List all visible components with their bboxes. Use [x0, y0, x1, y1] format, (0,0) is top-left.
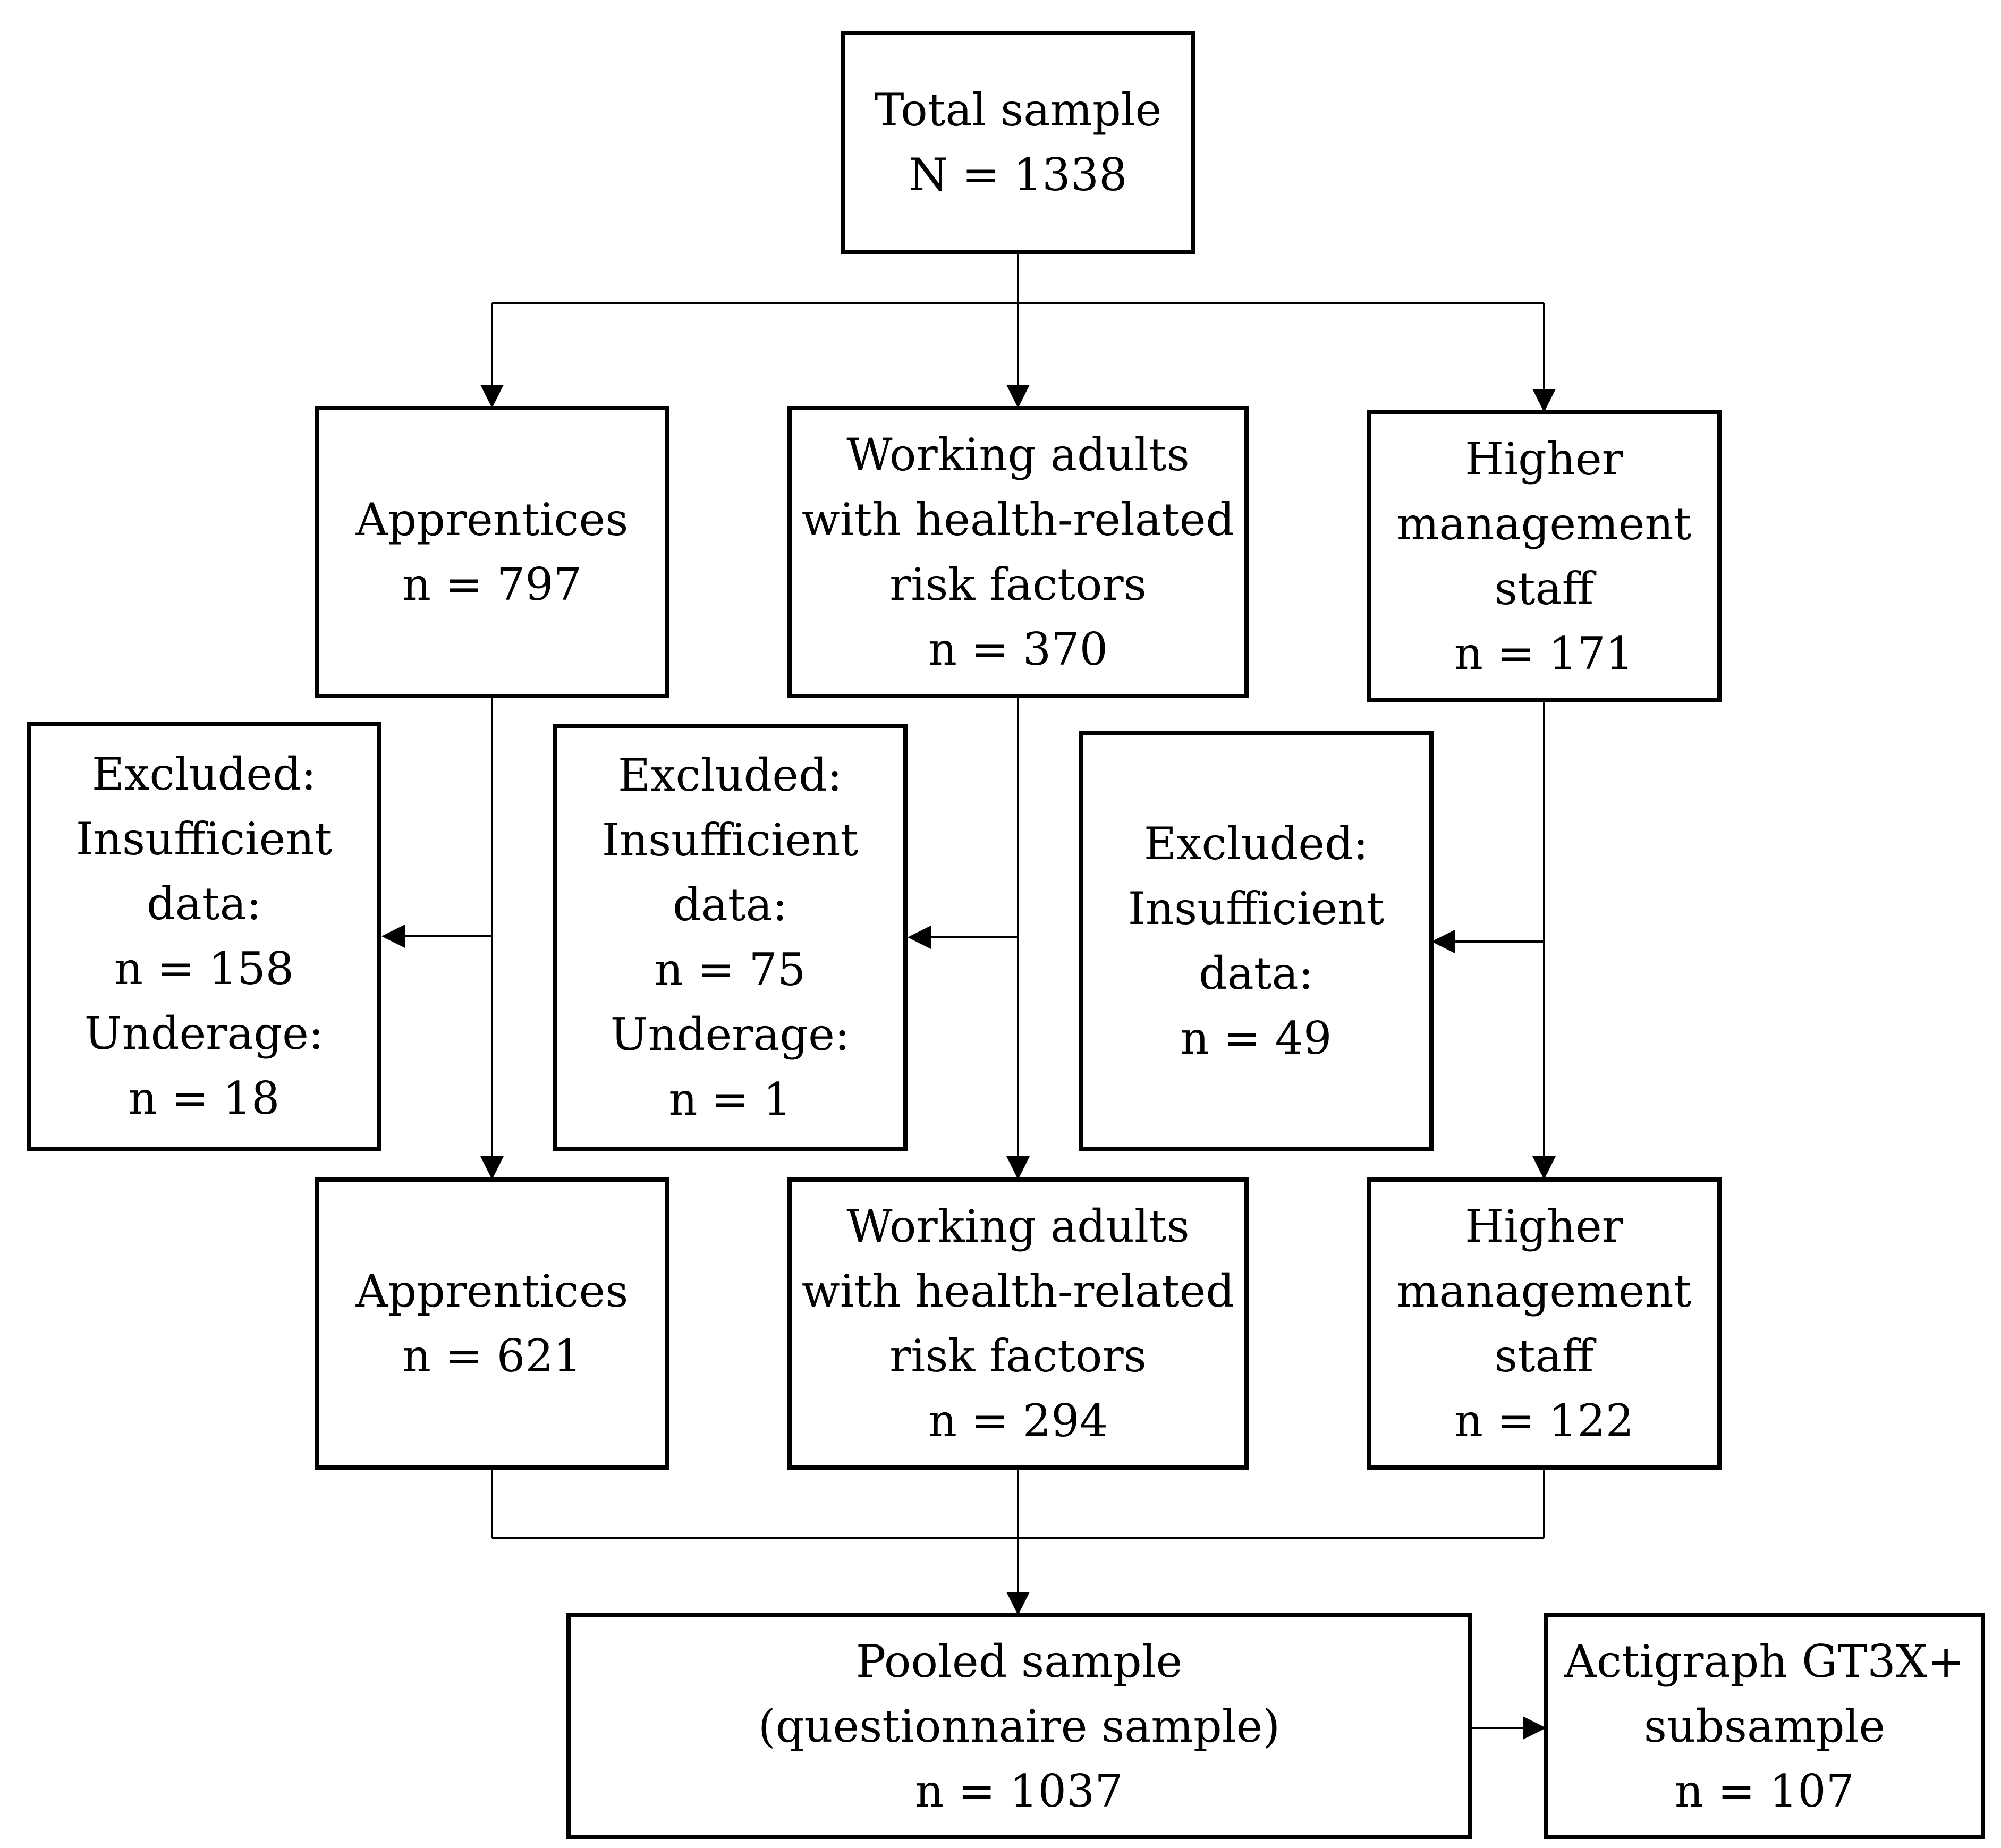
box-text: data: [673, 879, 787, 931]
total-sample-box: Total sample N = 1338 [841, 31, 1195, 254]
box-text: staff [1494, 563, 1594, 615]
actigraph-subsample-box: Actigraph GT3X+ subsample n = 107 [1544, 1613, 1985, 1839]
box-text: data: [147, 878, 261, 930]
box-text: Excluded: [617, 749, 843, 801]
box-text: Higher [1465, 433, 1623, 485]
box-text: management [1396, 498, 1692, 550]
box-text: n = 1 [668, 1073, 792, 1125]
box-text: data: [1199, 947, 1313, 999]
box-text: n = 49 [1180, 1012, 1332, 1064]
box-text: n = 1037 [915, 1765, 1123, 1817]
box-text: Insufficient [601, 814, 859, 866]
box-text: Underage: [84, 1007, 324, 1059]
higher-management-retained-box: Higher management staff n = 122 [1367, 1177, 1722, 1470]
box-text: management [1396, 1265, 1692, 1317]
box-text: Pooled sample [855, 1635, 1183, 1688]
box-text: n = 621 [402, 1330, 582, 1382]
excluded-apprentices-box: Excluded: Insufficient data: n = 158 Und… [27, 722, 381, 1151]
box-text: Excluded: [91, 748, 317, 800]
box-text: Higher [1465, 1200, 1623, 1252]
box-text: risk factors [889, 558, 1147, 611]
box-text: Working adults [846, 1200, 1190, 1252]
box-text: Total sample [874, 84, 1162, 136]
pooled-sample-box: Pooled sample (questionnaire sample) n =… [566, 1613, 1472, 1839]
working-adults-box: Working adults with health-related risk … [787, 406, 1249, 698]
box-text: with health-related [801, 494, 1235, 546]
apprentices-box: Apprentices n = 797 [315, 406, 669, 698]
box-text: with health-related [801, 1265, 1235, 1317]
box-text: n = 75 [654, 944, 806, 996]
box-text: subsample [1643, 1700, 1886, 1752]
box-text: Actigraph GT3X+ [1564, 1635, 1965, 1688]
box-text: Insufficient [1127, 883, 1385, 935]
box-text: Apprentices [355, 494, 629, 546]
box-text: Excluded: [1143, 818, 1369, 870]
excluded-working-box: Excluded: Insufficient data: n = 75 Unde… [553, 724, 908, 1151]
box-text: Insufficient [75, 813, 333, 865]
higher-management-box: Higher management staff n = 171 [1367, 410, 1722, 702]
box-text: n = 158 [114, 943, 294, 995]
box-text: Underage: [610, 1008, 850, 1061]
box-text: Working adults [846, 429, 1190, 481]
box-text: n = 294 [928, 1395, 1108, 1447]
box-text: n = 797 [402, 558, 582, 611]
box-text: n = 122 [1454, 1395, 1634, 1447]
box-text: N = 1338 [909, 149, 1127, 201]
box-text: n = 18 [128, 1072, 280, 1124]
excluded-higher-box: Excluded: Insufficient data: n = 49 [1079, 731, 1434, 1151]
box-text: Apprentices [355, 1265, 629, 1317]
box-text: n = 370 [928, 623, 1108, 675]
apprentices-retained-box: Apprentices n = 621 [315, 1177, 669, 1470]
box-text: n = 107 [1674, 1765, 1855, 1817]
box-text: (questionnaire sample) [758, 1700, 1281, 1752]
box-text: n = 171 [1454, 628, 1634, 680]
box-text: risk factors [889, 1330, 1147, 1382]
box-text: staff [1494, 1330, 1594, 1382]
working-adults-retained-box: Working adults with health-related risk … [787, 1177, 1249, 1470]
